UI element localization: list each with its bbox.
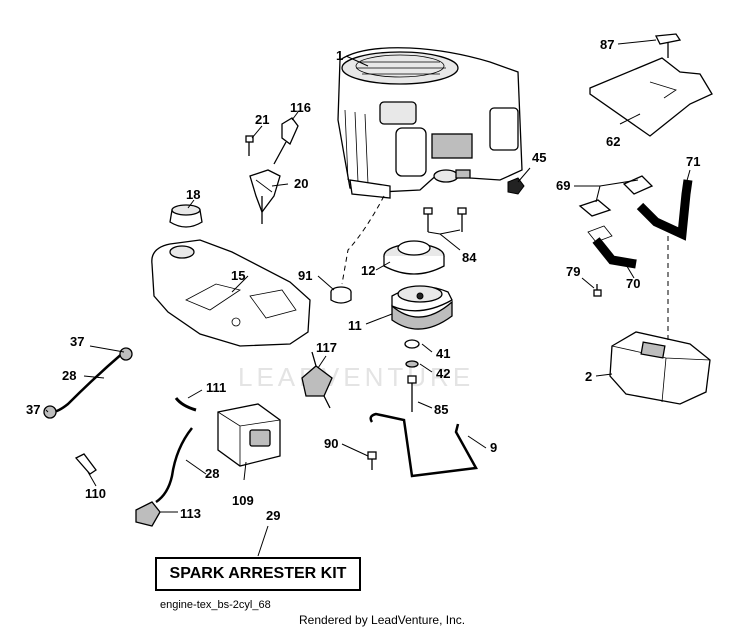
fuel-cap-part-18[interactable] — [169, 204, 203, 228]
callout-109: 109 — [232, 493, 254, 508]
exhaust-pipe-part-71[interactable] — [636, 179, 693, 241]
hose-part-111[interactable] — [174, 397, 197, 412]
bolts-part-84[interactable] — [423, 207, 467, 232]
knob-part-116[interactable] — [273, 117, 299, 165]
callout-28-lower: 28 — [205, 466, 219, 481]
callout-37-lower: 37 — [26, 402, 40, 417]
callout-11: 11 — [348, 318, 362, 333]
render-credit: Rendered by LeadVenture, Inc. — [299, 613, 466, 627]
spark-arrester-kit-label[interactable]: SPARK ARRESTER KIT — [155, 557, 361, 591]
leader-lines — [45, 39, 691, 557]
fuel-tank-part-15[interactable] — [151, 239, 311, 347]
callout-28-upper: 28 — [62, 368, 76, 383]
callout-41: 41 — [436, 346, 450, 361]
washer-part-42[interactable] — [405, 360, 419, 368]
callout-84: 84 — [462, 250, 477, 265]
washer-part-41[interactable] — [404, 339, 420, 349]
rod-part-9[interactable] — [369, 412, 478, 478]
fuel-line-part-28-lower[interactable] — [155, 427, 193, 504]
pulley-part-12[interactable] — [383, 240, 445, 275]
watermark-text: LEADVENTURE — [238, 362, 474, 392]
fitting-part-113[interactable] — [135, 501, 161, 527]
callout-91: 91 — [298, 268, 312, 283]
fuel-filter-part-117[interactable] — [301, 351, 333, 409]
callout-71: 71 — [686, 154, 700, 169]
pin-part-110[interactable] — [74, 453, 97, 475]
callout-70: 70 — [626, 276, 640, 291]
callout-79: 79 — [566, 264, 580, 279]
callout-116: 116 — [290, 100, 311, 115]
callout-90: 90 — [324, 436, 338, 451]
callout-45: 45 — [532, 150, 546, 165]
callout-37-upper: 37 — [70, 334, 84, 349]
nut-part-45[interactable] — [507, 177, 525, 195]
knob-part-87[interactable] — [654, 33, 682, 58]
callout-labels: 1 2 9 11 12 15 18 20 21 28 28 29 37 37 4… — [26, 37, 700, 523]
callout-113: 113 — [180, 506, 201, 521]
canister-part-109[interactable] — [217, 403, 281, 467]
gaskets-part-69[interactable] — [578, 175, 654, 217]
callout-69: 69 — [556, 178, 570, 193]
callout-85: 85 — [434, 402, 448, 417]
engine-part[interactable] — [337, 47, 523, 199]
callout-111: 111 — [206, 380, 226, 395]
callout-15: 15 — [231, 268, 245, 283]
callout-110: 110 — [85, 486, 106, 501]
callout-9: 9 — [490, 440, 497, 455]
callout-29: 29 — [266, 508, 280, 523]
clamp-part-37-lower[interactable] — [43, 405, 57, 419]
callout-42: 42 — [436, 366, 450, 381]
callout-62: 62 — [606, 134, 620, 149]
exhaust-pipes-part-70[interactable] — [587, 225, 637, 269]
callout-21: 21 — [255, 112, 269, 127]
bolt-part-85[interactable] — [407, 375, 417, 412]
bolt-part-90[interactable] — [367, 451, 377, 470]
bolt-part-79[interactable] — [593, 284, 602, 297]
screw-part-21[interactable] — [245, 135, 254, 156]
muffler-part-2[interactable] — [609, 331, 711, 405]
callout-20: 20 — [294, 176, 308, 191]
grommet-part-91[interactable] — [330, 286, 352, 304]
diagram-code: engine-tex_bs-2cyl_68 — [160, 599, 271, 611]
clamp-part-37-upper[interactable] — [119, 347, 133, 361]
callout-1: 1 — [336, 48, 343, 63]
callout-117: 117 — [316, 340, 337, 355]
callout-87: 87 — [600, 37, 614, 52]
heat-shield-part-62[interactable] — [589, 57, 713, 137]
callout-18: 18 — [186, 187, 200, 202]
pto-clutch-part-11[interactable] — [391, 285, 453, 330]
throttle-control-part-20[interactable] — [249, 169, 281, 224]
callout-12: 12 — [361, 263, 375, 278]
callout-2: 2 — [585, 369, 592, 384]
